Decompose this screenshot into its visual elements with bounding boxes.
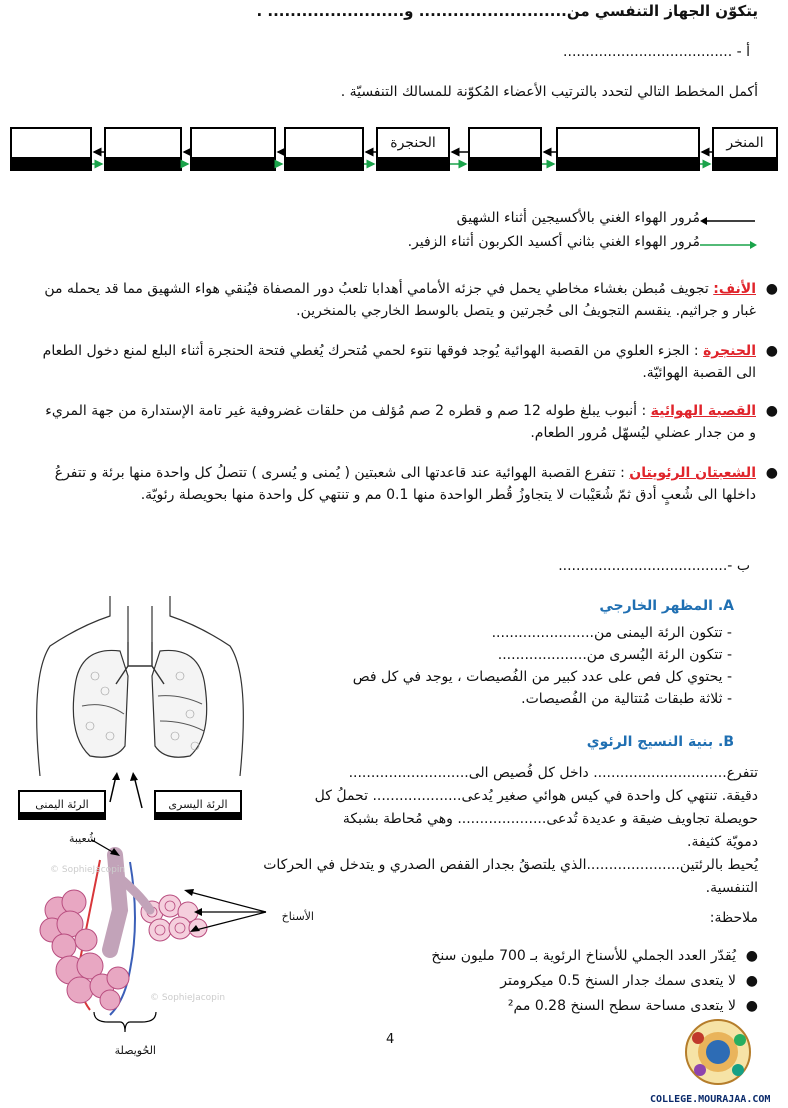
watermark-1: © SophieJacopin xyxy=(50,865,125,875)
note-title: ملاحظة: xyxy=(709,910,758,926)
diagram-instruction: أكمل المخطط التالي لتحدد بالترتيب الأعضا… xyxy=(340,84,758,100)
site-url[interactable]: COLLEGE.MOURAJAA.COM xyxy=(650,1094,771,1105)
section-b-line-4: دمويّة كثيفة. xyxy=(687,834,758,850)
note-3: لا يتعدى مساحة سطح السنخ 0.28 مم² xyxy=(507,998,736,1014)
term-trachea: القصبة الهوائية xyxy=(650,403,756,419)
page-number: 4 xyxy=(386,1032,395,1047)
bullet-icon: ● xyxy=(745,998,758,1014)
diagram-box-5 xyxy=(190,127,276,171)
item-nose: ● الأنف: تجويف مُبطن بغشاء مخاطي يحمل في… xyxy=(38,278,778,322)
diagram-box-larynx: الحنجرة xyxy=(376,127,450,171)
bullet-icon: ● xyxy=(765,403,778,419)
desc-larynx: : الجزء العلوي من القصبة الهوائية يُوجد … xyxy=(42,343,756,381)
section-b-line-6: التنفسية. xyxy=(705,880,758,896)
lungs-illustration xyxy=(36,596,244,776)
bullet-icon: ● xyxy=(745,973,758,989)
label-vesicle: الحُويصلة xyxy=(114,1044,156,1057)
diagram-arrows xyxy=(92,147,712,169)
legend-black-arrow-icon xyxy=(700,217,755,225)
part-a-line: أ - ....................................… xyxy=(563,44,750,60)
box-larynx-label: الحنجرة xyxy=(390,135,436,151)
diagram-box-6 xyxy=(104,127,182,171)
legend-inhale: مُرور الهواء الغني بالأكسيجين أثناء الشه… xyxy=(456,210,700,226)
note-1: يُقدّر العدد الجملي للأسناخ الرئوية بـ 7… xyxy=(431,948,736,964)
part-b-line: ب -.....................................… xyxy=(558,558,750,574)
label-left-lung: الرئة اليسرى xyxy=(154,790,242,820)
section-a-line-2: - تتكون الرئة اليُسرى من................… xyxy=(497,647,732,663)
section-b-line-5: يُحيط بالرئتين.....................الذي … xyxy=(263,857,758,873)
label-alveoli: الأسناخ xyxy=(281,910,314,923)
notes-list: ● يُقدّر العدد الجملي للأسناخ الرئوية بـ … xyxy=(316,944,758,1019)
diagram-box-7 xyxy=(10,127,92,171)
page-title-line: يتكوّن الجهاز التنفسي من................… xyxy=(256,2,758,20)
label-right-lung: الرئة اليمنى xyxy=(18,790,106,820)
bullet-icon: ● xyxy=(765,281,778,297)
box-nose-label: المنخر xyxy=(726,135,764,151)
bullet-icon: ● xyxy=(765,343,778,359)
section-b-line-2: دقيقة. تنتهي كل واحدة في كيس هوائي صغير … xyxy=(314,788,758,804)
vesicle-brace-icon xyxy=(93,1011,157,1033)
desc-nose: تجويف مُبطن بغشاء مخاطي يحمل في جزئه الأ… xyxy=(44,281,756,319)
item-trachea: ● القصبة الهوائية : أنبوب يبلغ طوله 12 ص… xyxy=(38,400,778,444)
left-lung-pointer-icon xyxy=(130,772,143,809)
legend-exhale: مُرور الهواء الغني بثاني أكسيد الكربون أ… xyxy=(407,234,700,250)
label-bronchiole: شُعيبة xyxy=(68,832,96,845)
desc-trachea: : أنبوب يبلغ طوله 12 صم و قطره 2 صم مُؤل… xyxy=(45,403,756,441)
section-a-list: - تتكون الرئة اليمنى من.................… xyxy=(272,622,732,710)
item-bronchi: ● الشعبتان الرئويتان : تتفرع القصبة الهو… xyxy=(38,462,778,506)
term-bronchi: الشعبتان الرئويتان xyxy=(629,465,756,481)
section-a-line-3: - يحتوي كل فص على عدد كبير من الفُصيصات … xyxy=(352,669,732,685)
section-b-paragraph: تتفرع.............................. داخل… xyxy=(238,762,758,900)
diagram-box-nose: المنخر xyxy=(712,127,778,171)
section-b-line-3: حويصلة تجاويف ضيقة و عديدة تُدعى........… xyxy=(342,811,758,827)
desc-bronchi: : تتفرع القصبة الهوائية عند قاعدتها الى … xyxy=(54,465,756,503)
section-a-line-1: - تتكون الرئة اليمنى من.................… xyxy=(491,625,732,641)
section-b-heading: B. بنية النسيج الرئوي xyxy=(586,734,734,750)
bullet-icon: ● xyxy=(745,948,758,964)
bullet-icon: ● xyxy=(765,465,778,481)
right-lung-pointer-icon xyxy=(109,772,120,803)
item-larynx: ● الحنجرة : الجزء العلوي من القصبة الهوا… xyxy=(38,340,778,384)
alveoli-pointer-icon xyxy=(184,889,267,932)
legend-green-arrow-icon xyxy=(700,241,757,249)
bronchiole-pointer-icon xyxy=(92,839,120,856)
section-b-line-1: تتفرع.............................. داخل… xyxy=(348,765,758,781)
watermark-2: © SophieJacopin xyxy=(150,993,225,1003)
diagram-box-2 xyxy=(468,127,542,171)
note-2: لا يتعدى سمك جدار السنخ 0.5 ميكرومتر xyxy=(500,973,736,989)
term-larynx: الحنجرة xyxy=(703,343,756,359)
site-logo-icon xyxy=(685,1019,751,1085)
term-nose: الأنف: xyxy=(713,281,756,297)
section-a-heading: A. المظهر الخارجي xyxy=(599,598,734,614)
section-a-line-4: - ثلاثة طبقات مُتتالية من الفُصيصات. xyxy=(521,691,732,707)
diagram-box-1 xyxy=(556,127,700,171)
diagram-box-4 xyxy=(284,127,364,171)
